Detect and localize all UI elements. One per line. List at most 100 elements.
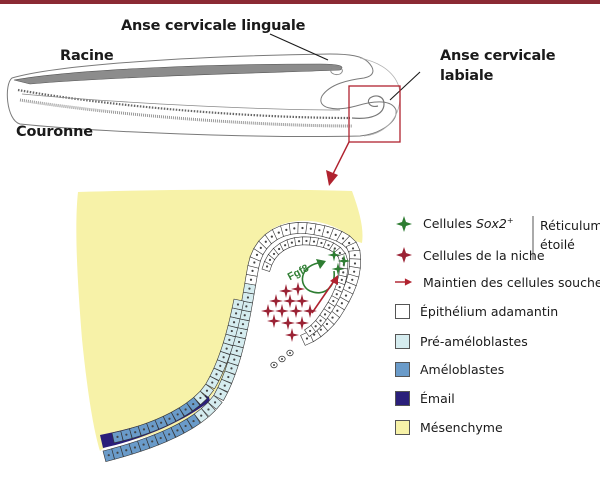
outer-epithelial-cell-nucleus xyxy=(341,237,345,240)
fgf8-arrowhead xyxy=(316,259,326,269)
crown-band-upper xyxy=(17,88,351,120)
zoom-arrow-head xyxy=(326,170,338,186)
lingual-leader-line xyxy=(269,33,329,61)
maintenance-arrow-line xyxy=(311,280,335,314)
lingual-loop-curl xyxy=(329,65,343,75)
legend-sox2-text: Cellules Sox2+ xyxy=(423,216,514,232)
legend-niche: Cellules de la niche xyxy=(395,243,545,267)
outer-epithelial-cell-nucleus xyxy=(125,449,128,452)
outer-epithelial-cell-nucleus xyxy=(336,309,339,312)
legend-mesenchyme-text: Mésenchyme xyxy=(420,419,503,435)
detached-cell-nucleus xyxy=(289,352,291,354)
ameloblast-cell-nucleus xyxy=(199,396,202,400)
outer-epithelial-cell-nucleus xyxy=(277,231,280,234)
outer-epithelial-cell-nucleus xyxy=(264,240,267,243)
inner-epithelial-cell-nucleus xyxy=(297,240,301,243)
outer-epithelial-cell-nucleus xyxy=(253,261,256,264)
legend-ameloblasts: Améloblastes xyxy=(395,357,504,381)
legend-stellate-1: Réticulum xyxy=(540,218,600,233)
ameloblast-cell-nucleus xyxy=(116,435,119,438)
niche-cell-star xyxy=(289,304,303,318)
outer-epithelial-cell-nucleus xyxy=(313,333,316,336)
zoom-arrow-line xyxy=(332,141,350,175)
outer-epithelial-cell-nucleus xyxy=(331,316,334,319)
legend-brace xyxy=(532,216,534,260)
ameloblast-cell-nucleus xyxy=(184,408,187,411)
cervical-loop-schematic: Fgf8 xyxy=(76,189,363,463)
inner-epithelial-cell-nucleus xyxy=(308,329,312,333)
outer-epithelial-cell-nucleus xyxy=(200,414,203,417)
legend-stem-text: Maintien des cellules souches xyxy=(423,274,600,290)
outer-epithelial-cell-nucleus xyxy=(348,286,351,289)
swatch-mesenchyme xyxy=(395,419,410,435)
ameloblast-cell-nucleus xyxy=(211,381,214,384)
inner-epithelial-cell-nucleus xyxy=(314,325,317,328)
crown-band-lower xyxy=(19,98,353,128)
outer-epithelial-cell-nucleus xyxy=(243,314,246,317)
sox2-cell-star xyxy=(327,248,341,262)
ameloblast-cell-nucleus xyxy=(234,312,238,315)
outer-epithelial-cell-nucleus xyxy=(305,337,309,340)
outer-epithelial-cell-nucleus xyxy=(219,392,222,396)
mesenchyme xyxy=(76,189,363,451)
outer-epithelial-cell-nucleus xyxy=(207,408,210,411)
sox2-cell-star xyxy=(331,262,345,276)
labial-loop-curl xyxy=(351,95,385,119)
outer-epithelial-cell-nucleus xyxy=(168,433,171,436)
outer-epithelial-cell-nucleus xyxy=(293,227,296,230)
outer-epithelial-cell-nucleus xyxy=(309,227,312,230)
inner-epithelial-cell-nucleus xyxy=(328,306,331,309)
label-crown: Couronne xyxy=(16,124,93,140)
outer-epithelial-cell-nucleus xyxy=(159,436,162,440)
ameloblast-cell-nucleus xyxy=(230,329,233,333)
outer-epithelial-cell-nucleus xyxy=(270,235,273,238)
outer-epithelial-cell-nucleus xyxy=(227,375,230,379)
outer-epithelial-cell-nucleus xyxy=(213,401,217,404)
sox2-cell-star xyxy=(337,254,351,268)
inner-epithelial-cell-nucleus xyxy=(305,239,308,243)
outer-epithelial-cell-nucleus xyxy=(326,231,329,234)
inner-epithelial-cell-nucleus xyxy=(335,293,338,296)
ameloblast-cell-nucleus xyxy=(215,373,218,376)
inner-epithelial-cell-nucleus xyxy=(338,251,341,255)
legend-stem: Maintien des cellules souches xyxy=(395,270,600,294)
ameloblast-cell-nucleus xyxy=(168,417,171,420)
legend-epithelium: Épithélium adamantin xyxy=(395,299,558,323)
niche-cell-star xyxy=(281,316,295,330)
label-labial-loop-1: Anse cervicale xyxy=(440,48,556,64)
legend-enamel: Émail xyxy=(395,386,455,410)
swatch-ameloblasts xyxy=(395,361,410,377)
niche-cell-star xyxy=(261,304,275,318)
outer-epithelial-cell-nucleus xyxy=(259,246,262,249)
outer-epithelial-cell-nucleus xyxy=(325,322,329,326)
niche-cell-star xyxy=(283,294,297,308)
niche-cells xyxy=(261,282,317,342)
outer-epithelial-cell-nucleus xyxy=(251,269,254,272)
inner-epithelial-cell-nucleus xyxy=(338,286,341,289)
tooth-overview xyxy=(6,33,421,186)
inner-epithelial-cell-nucleus xyxy=(340,278,343,281)
outer-epithelial-cell-nucleus xyxy=(192,419,195,423)
ameloblast-cell-nucleus xyxy=(219,364,222,367)
sox2-cells xyxy=(327,248,351,276)
ameloblast-cell-nucleus xyxy=(151,425,154,428)
ameloblast-cell-nucleus xyxy=(232,321,236,324)
outer-epithelial-cell-nucleus xyxy=(353,254,356,257)
red-star-icon xyxy=(395,246,413,264)
niche-cell-star xyxy=(269,294,283,308)
outer-epithelial-cell-nucleus xyxy=(340,302,343,305)
ameloblast-cell-nucleus xyxy=(205,389,209,392)
outer-epithelial-cell-nucleus xyxy=(285,228,288,231)
detached-cell-nucleus xyxy=(273,364,275,366)
legend-niche-text: Cellules de la niche xyxy=(423,247,545,263)
outer-epithelial-cell-nucleus xyxy=(184,424,187,428)
outer-epithelial-cell-nucleus xyxy=(255,253,259,256)
inner-epithelial-cell-nucleus xyxy=(265,265,269,268)
outer-epithelial-cell-nucleus xyxy=(116,451,119,454)
tooth-outline xyxy=(6,53,397,137)
outer-epithelial-cell-nucleus xyxy=(334,233,337,236)
outer-epithelial-cell-nucleus xyxy=(237,340,241,344)
inner-epithelial-cell-nucleus xyxy=(278,247,281,251)
outer-epithelial-cell-nucleus xyxy=(318,229,321,232)
